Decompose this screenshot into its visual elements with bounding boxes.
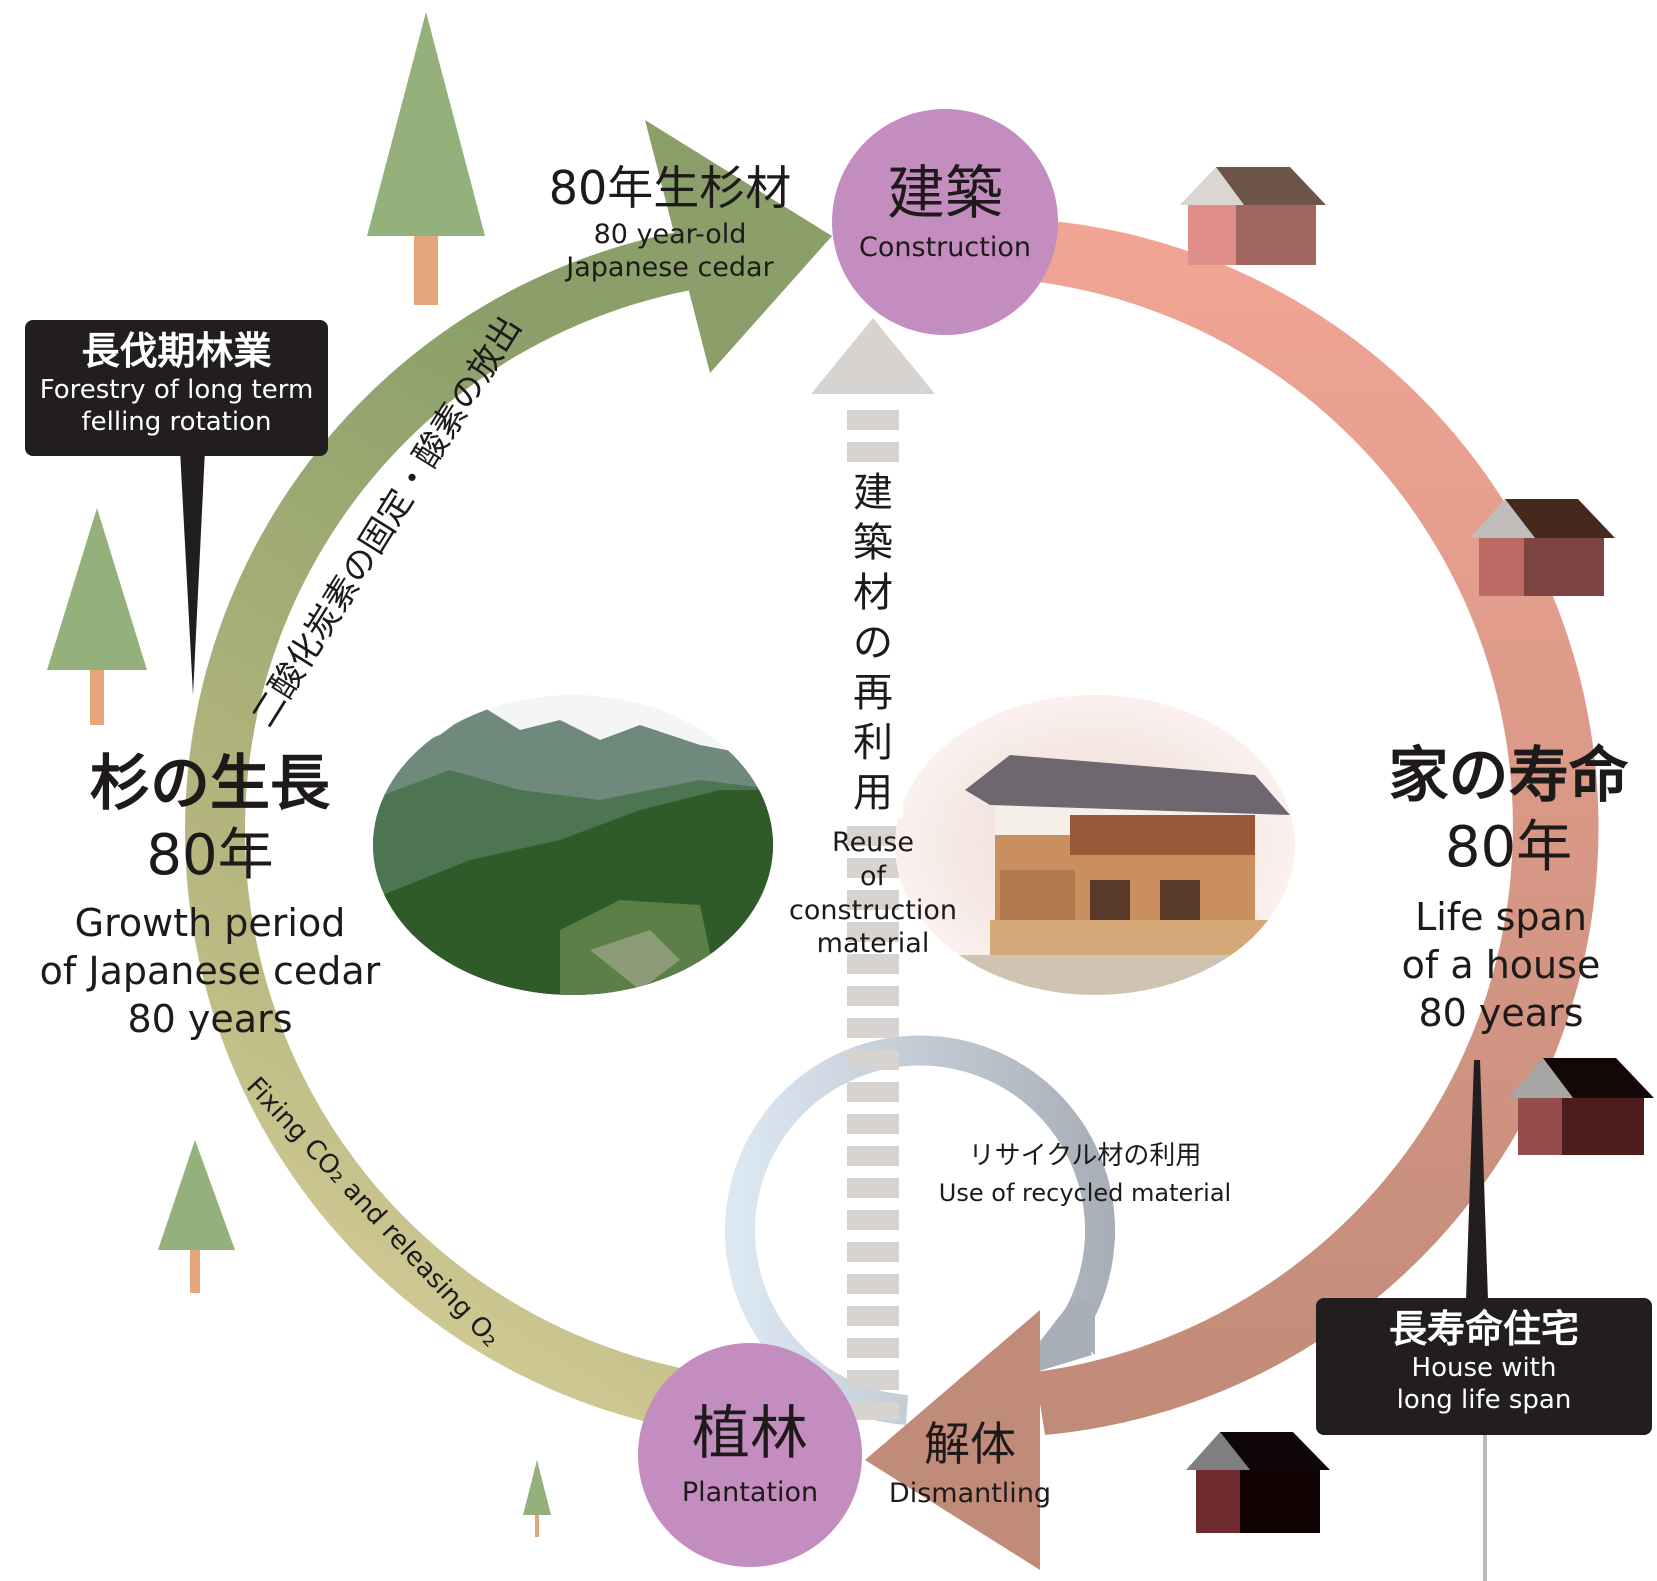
tree-icon xyxy=(523,1460,551,1537)
house-icon xyxy=(1180,167,1326,265)
construction-node xyxy=(832,109,1058,335)
left-callout-pointer xyxy=(180,450,205,695)
mountain-photo xyxy=(373,695,773,995)
reuse-char: 築 xyxy=(843,518,903,568)
house-icon xyxy=(1470,499,1615,596)
right-callout-ja: 長寿命住宅 xyxy=(1388,1307,1579,1351)
right-en-2: of a house xyxy=(1401,943,1601,987)
reuse-en-line: Reuse xyxy=(832,827,914,858)
left-en-3: 80 years xyxy=(127,997,293,1041)
construction-label-ja: 建築 xyxy=(886,159,1003,227)
reuse-char: 用 xyxy=(843,768,903,818)
timber-label-ja: 80年生杉材 xyxy=(548,161,792,215)
house-photo xyxy=(895,695,1295,995)
right-title-ja: 家の寿命 xyxy=(1388,741,1629,811)
reuse-char: 利 xyxy=(843,718,903,768)
dismantling-label-en: Dismantling xyxy=(888,1478,1052,1509)
reuse-char: 材 xyxy=(843,568,903,618)
reuse-en-line: construction xyxy=(789,894,957,926)
tree-icon xyxy=(158,1140,235,1293)
construction-label-en: Construction xyxy=(859,232,1031,263)
plantation-node xyxy=(638,1343,862,1567)
house-life-arc-arrow xyxy=(865,218,1599,1570)
reuse-char: 建 xyxy=(843,468,903,518)
left-title-num: 80年 xyxy=(146,823,274,888)
tree-icon xyxy=(47,508,147,725)
reuse-char: 再 xyxy=(843,668,903,718)
left-callout: 長伐期林業 Forestry of long term felling rota… xyxy=(25,320,328,456)
reuse-en-line: material xyxy=(816,928,930,960)
timber-label-en-2: Japanese cedar xyxy=(566,252,774,283)
dismantling-label-ja: 解体 xyxy=(924,1417,1016,1471)
left-callout-ja: 長伐期林業 xyxy=(81,329,272,373)
recycle-label-ja: リサイクル材の利用 xyxy=(968,1141,1202,1171)
left-en-2: of Japanese cedar xyxy=(39,949,381,993)
plantation-label-ja: 植林 xyxy=(691,1399,808,1467)
timber-label-en-1: 80 year-old xyxy=(593,219,747,250)
reuse-label-en: Reuse of construction material xyxy=(773,826,973,961)
right-callout-pointer xyxy=(1466,1060,1488,1300)
right-en-1: Life span xyxy=(1415,895,1587,939)
reuse-char: の xyxy=(843,618,903,668)
plantation-label-en: Plantation xyxy=(681,1477,819,1508)
right-callout-en-1: House with xyxy=(1411,1352,1557,1383)
growth-arc-arrow xyxy=(184,120,832,1440)
tree-icon xyxy=(367,12,485,305)
left-callout-en-2: felling rotation xyxy=(81,407,272,438)
right-en-3: 80 years xyxy=(1418,991,1584,1035)
left-title-ja: 杉の生長 xyxy=(90,749,330,819)
house-icon xyxy=(1186,1432,1330,1533)
left-en-1: Growth period xyxy=(74,901,346,945)
right-title-num: 80年 xyxy=(1444,815,1573,880)
right-callout-en-2: long life span xyxy=(1396,1385,1572,1416)
left-callout-en-1: Forestry of long term xyxy=(39,374,314,405)
reuse-en-line: of xyxy=(859,860,887,892)
recycle-label-en: Use of recycled material xyxy=(938,1179,1232,1207)
reuse-label-ja: 建 築 材 の 再 利 用 xyxy=(843,468,903,818)
right-callout: 長寿命住宅 House with long life span xyxy=(1316,1298,1652,1435)
house-icon xyxy=(1508,1058,1654,1155)
